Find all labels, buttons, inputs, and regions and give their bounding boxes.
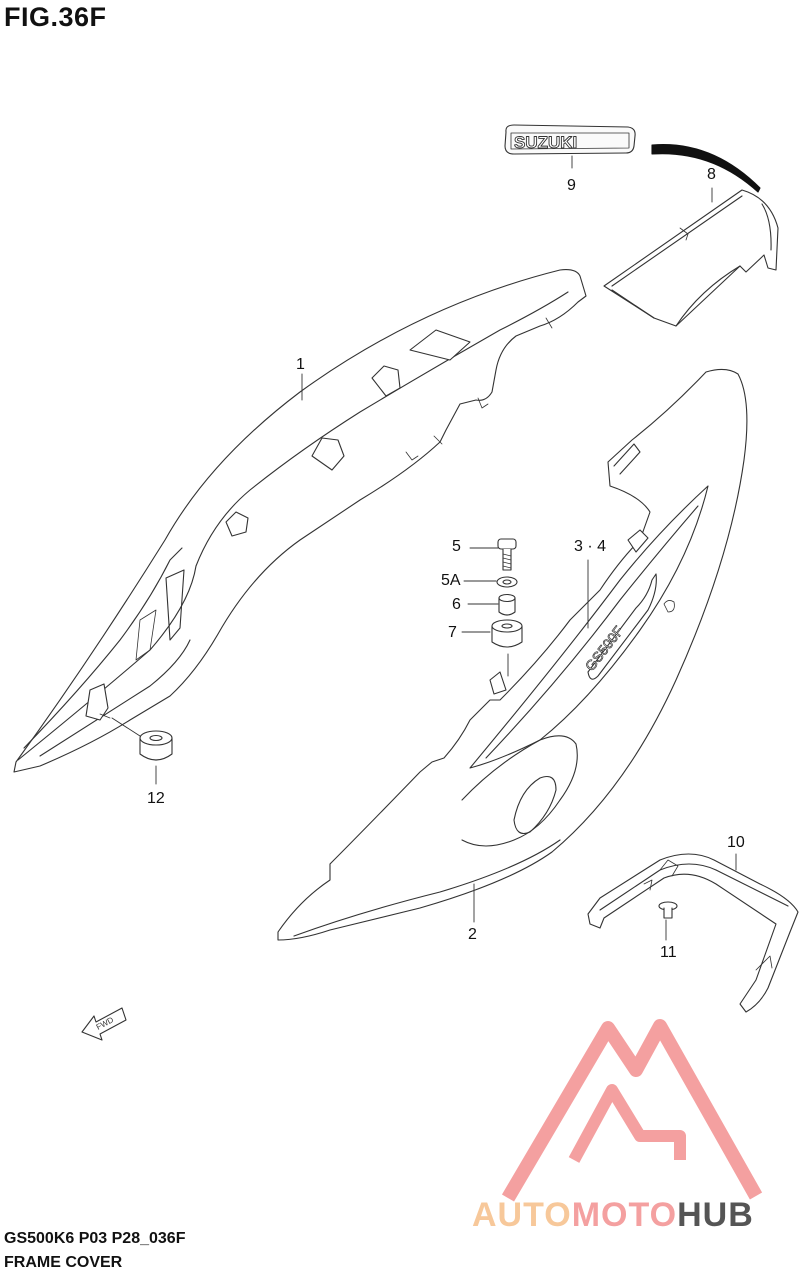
emblem-text: SUZUKI [514, 133, 577, 152]
watermark-hub: HUB [677, 1196, 754, 1234]
callout-8: 8 [707, 166, 716, 183]
grommet-part-12 [139, 730, 173, 761]
watermark-auto: AUTO [472, 1196, 572, 1234]
clip-part-11 [658, 901, 678, 919]
bracket-part-10 [587, 853, 799, 1013]
rear-cover-part-8 [603, 143, 779, 327]
callout-12: 12 [147, 790, 165, 807]
callout-6: 6 [452, 596, 461, 613]
footer-model: GS500K6 P03 P28_036F [4, 1230, 186, 1247]
callout-3-4: 3 · 4 [574, 538, 607, 555]
watermark-brand: AUTOMOTOHUB [472, 1196, 754, 1235]
leader-lines [111, 155, 737, 941]
callout-1: 1 [296, 356, 305, 373]
watermark-moto: MOTO [571, 1196, 678, 1234]
fastener-stack [491, 538, 523, 648]
callout-10: 10 [727, 834, 745, 851]
callout-5: 5 [452, 538, 461, 555]
callout-5a: 5A [441, 572, 461, 589]
fwd-arrow: FWD [81, 1007, 127, 1041]
frame-cover-part-2: GS500F [277, 368, 748, 941]
footer-name: FRAME COVER [4, 1254, 123, 1271]
callout-9: 9 [567, 177, 576, 194]
frame-cover-part-1 [13, 269, 587, 773]
figure-title: FIG.36F [4, 2, 107, 32]
callout-2: 2 [468, 926, 477, 943]
callout-11: 11 [660, 944, 677, 961]
emblem-part-9: SUZUKI [504, 124, 636, 155]
callout-7: 7 [448, 624, 457, 641]
watermark-logo [501, 1019, 763, 1202]
